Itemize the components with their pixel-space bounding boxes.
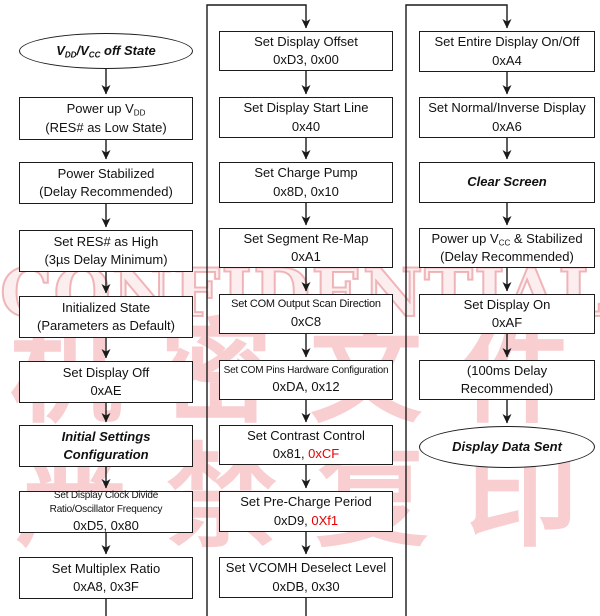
node-set-precharge-period: Set Pre-Charge Period 0xD9, 0Xf1 [219, 491, 393, 532]
node-set-contrast-control: Set Contrast Control 0x81, 0xCF [219, 425, 393, 465]
node-initial-settings-configuration: Initial Settings Configuration [19, 425, 193, 467]
node-title: Clear Screen [467, 174, 547, 190]
node-title: Set RES# as High [53, 233, 159, 249]
node-initialized-state: Initialized State (Parameters as Default… [19, 296, 193, 338]
node-power-stabilized: Power Stabilized (Delay Recommended) [19, 162, 193, 204]
node-title: Set VCOMH Deselect Level [225, 560, 387, 576]
node-command: 0xA4 [492, 52, 522, 68]
node-title: (100ms Delay Recommended) [460, 362, 554, 396]
node-subtitle: (Parameters as Default) [37, 318, 175, 333]
node-set-display-off: Set Display Off 0xAE [19, 361, 193, 403]
node-title: Set Display Start Line [243, 100, 369, 116]
node-set-display-start-line: Set Display Start Line 0x40 [219, 97, 393, 138]
node-command: 0xD9, 0Xf1 [273, 512, 339, 528]
start-ellipse-vdd-vcc-off: VDD/VCC off State [19, 33, 193, 69]
node-title: Set Display On [463, 296, 551, 312]
node-command: 0xA1 [291, 249, 321, 264]
node-set-res-high: Set RES# as High (3µs Delay Minimum) [19, 230, 193, 272]
node-title: Set Display Clock Divide Ratio/Oscillato… [49, 489, 163, 515]
node-title: Set Charge Pump [254, 165, 358, 181]
node-title: Set COM Output Scan Direction [231, 298, 381, 311]
node-title: Set Normal/Inverse Display [428, 100, 586, 116]
node-title: Initial Settings [61, 428, 151, 444]
node-set-normal-inverse-display: Set Normal/Inverse Display 0xA6 [419, 97, 595, 138]
node-set-charge-pump: Set Charge Pump 0x8D, 0x10 [219, 162, 393, 203]
node-command: 0xDB, 0x30 [272, 578, 340, 594]
node-power-up-vdd: Power up VDD (RES# as Low State) [19, 97, 193, 140]
node-title: Set Display Off [62, 364, 150, 380]
node-title: Set Display Offset [254, 33, 358, 49]
node-command: 0xA8, 0x3F [73, 579, 139, 594]
node-100ms-delay: (100ms Delay Recommended) [419, 360, 595, 400]
node-set-com-pins-hardware-config: Set COM Pins Hardware Configuration 0xDA… [219, 360, 393, 400]
node-subtitle: (3µs Delay Minimum) [44, 252, 168, 267]
node-title: Set Multiplex Ratio [51, 560, 161, 576]
node-command: 0xD5, 0x80 [73, 518, 139, 534]
node-set-display-on: Set Display On 0xAF [419, 294, 595, 334]
node-title: Set Entire Display On/Off [434, 34, 580, 50]
node-title: Set COM Pins Hardware Configuration [223, 364, 389, 376]
node-command: 0xA6 [492, 118, 522, 134]
node-set-clock-divide-oscillator: Set Display Clock Divide Ratio/Oscillato… [19, 489, 193, 534]
node-set-multiplex-ratio: Set Multiplex Ratio 0xA8, 0x3F [19, 557, 193, 599]
node-title: Power up VDD [66, 101, 146, 118]
node-set-com-output-scan-direction: Set COM Output Scan Direction 0xC8 [219, 294, 393, 334]
node-command: 0x81, 0xCF [272, 446, 340, 461]
node-subtitle: (RES# as Low State) [45, 119, 167, 135]
red-hex-value: 0xCF [308, 446, 340, 461]
node-set-segment-remap: Set Segment Re-Map 0xA1 [219, 228, 393, 268]
node-set-display-offset: Set Display Offset 0xD3, 0x00 [219, 31, 393, 71]
node-title: Power Stabilized [57, 165, 155, 181]
node-title: Set Contrast Control [247, 427, 365, 443]
start-label: VDD/VCC off State [56, 42, 156, 60]
node-title: Power up VCC & Stabilized [431, 230, 583, 248]
end-ellipse-display-data-sent: Display Data Sent [419, 426, 595, 468]
node-subtitle: (Delay Recommended) [440, 249, 574, 264]
node-set-vcomh-deselect-level: Set VCOMH Deselect Level 0xDB, 0x30 [219, 557, 393, 598]
red-hex-value: 0Xf1 [311, 512, 339, 528]
end-label: Display Data Sent [452, 438, 562, 454]
node-title: Initialized State [61, 299, 151, 315]
node-command: 0x8D, 0x10 [273, 183, 339, 199]
node-command: 0xD3, 0x00 [273, 52, 339, 67]
node-command: 0xDA, 0x12 [272, 379, 340, 395]
node-title: Set Segment Re-Map [243, 230, 369, 246]
node-command: 0x40 [291, 118, 321, 134]
node-command: 0xAE [90, 383, 122, 398]
node-command: 0xAF [491, 315, 523, 330]
node-power-up-vcc-stabilized: Power up VCC & Stabilized (Delay Recomme… [419, 228, 595, 268]
node-command: 0xC8 [290, 313, 322, 329]
node-set-entire-display-on-off: Set Entire Display On/Off 0xA4 [419, 31, 595, 72]
node-title-line2: Configuration [63, 447, 149, 462]
node-subtitle: (Delay Recommended) [39, 184, 173, 199]
node-clear-screen: Clear Screen [419, 162, 595, 203]
node-title: Set Pre-Charge Period [240, 494, 372, 510]
